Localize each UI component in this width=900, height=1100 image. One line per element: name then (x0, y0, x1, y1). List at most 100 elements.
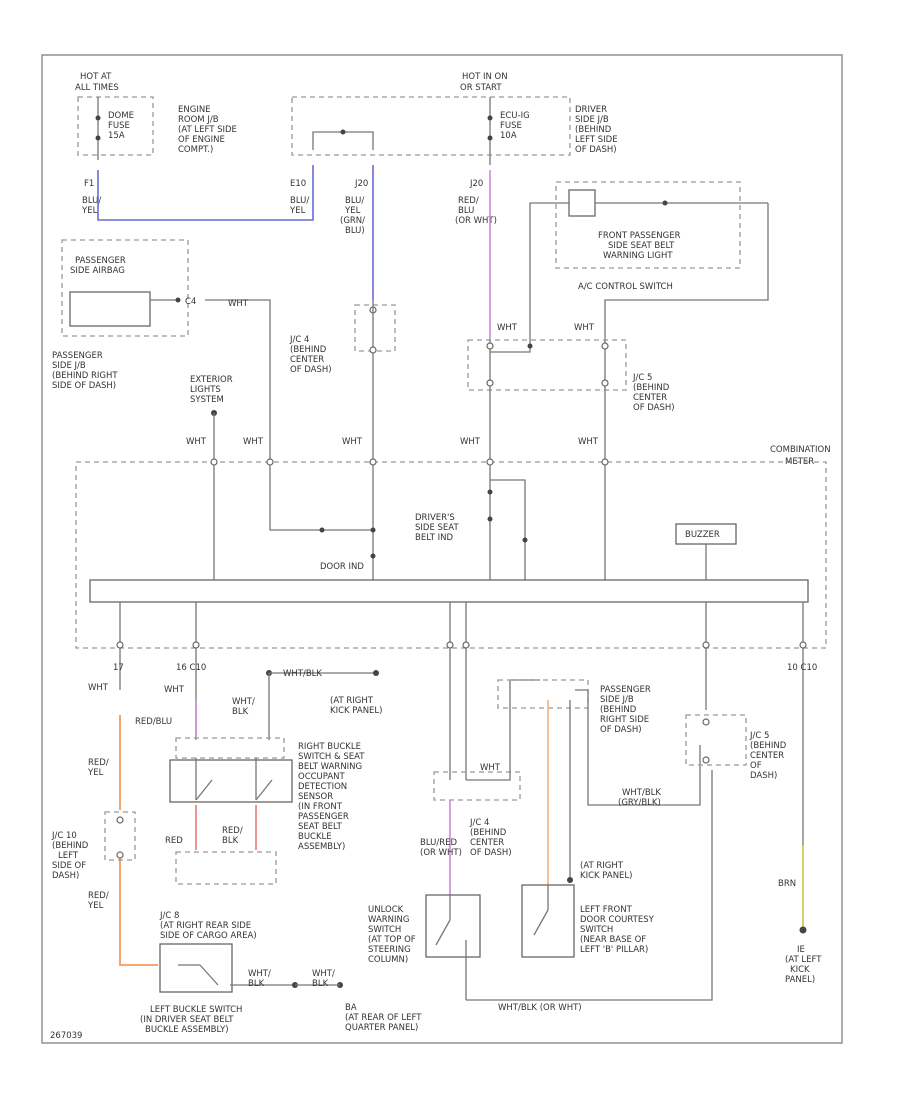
diagram-frame (41, 54, 843, 1044)
svg-text:HOT AT: HOT AT (80, 72, 112, 82)
svg-text:ROOM J/B: ROOM J/B (178, 115, 219, 125)
svg-text:OF DASH): OF DASH) (600, 725, 642, 735)
wire-color-label: WHT (480, 763, 501, 773)
engine-room-jb-box (77, 96, 154, 156)
svg-text:YEL: YEL (289, 206, 306, 216)
svg-text:COMBINATION: COMBINATION (770, 445, 831, 455)
svg-text:UNLOCK: UNLOCK (368, 905, 404, 915)
blue-wire (97, 165, 314, 221)
svg-text:BLU/RED: BLU/RED (420, 838, 458, 848)
svg-text:OF DASH): OF DASH) (470, 848, 512, 858)
ac-control-switch-box (555, 181, 741, 269)
unlock-warning-switch-label: UNLOCK WARNING SWITCH (AT TOP OF STEERIN… (368, 905, 416, 965)
svg-text:BLK: BLK (312, 979, 329, 989)
svg-text:J/C 8: J/C 8 (159, 911, 179, 921)
fuse-terminal (487, 135, 493, 141)
svg-text:OF DASH): OF DASH) (575, 145, 617, 155)
svg-text:15A: 15A (108, 131, 125, 141)
jc8-box (175, 851, 277, 885)
fuse-terminal (95, 115, 101, 121)
svg-text:OF ENGINE: OF ENGINE (178, 135, 225, 145)
svg-text:LEFT: LEFT (58, 851, 79, 861)
svg-text:SENSOR: SENSOR (298, 792, 333, 802)
wire-color-label: RED/ BLK (222, 826, 243, 846)
jc4-label: J/C 4 (BEHIND CENTER OF DASH) (289, 335, 332, 375)
passenger-airbag-box (61, 239, 189, 337)
left-buckle-switch-label: LEFT BUCKLE SWITCH (IN DRIVER SEAT BELT … (140, 1005, 242, 1035)
wire-color-label: WHT (574, 323, 595, 333)
svg-text:LEFT FRONT: LEFT FRONT (580, 905, 633, 915)
svg-text:(OR WHT): (OR WHT) (420, 848, 462, 858)
pin-label: F1 (84, 179, 94, 189)
svg-text:CENTER: CENTER (633, 393, 667, 403)
svg-text:BELT WARNING: BELT WARNING (298, 762, 362, 772)
svg-text:DRIVER: DRIVER (575, 105, 607, 115)
meter-bus-bar (89, 579, 809, 603)
svg-text:KICK PANEL): KICK PANEL) (580, 871, 632, 881)
pin-label: C4 (185, 297, 196, 307)
svg-text:YEL: YEL (344, 206, 361, 216)
ground-ba-label: BA (AT REAR OF LEFT QUARTER PANEL) (345, 1003, 422, 1033)
svg-text:LEFT 'B' PILLAR): LEFT 'B' PILLAR) (580, 945, 648, 955)
svg-text:(BEHIND: (BEHIND (633, 383, 670, 393)
wire-color-label: BLU/ YEL (GRN/ BLU) (340, 196, 365, 236)
wire-color-label: WHT (243, 437, 264, 447)
jc10-label: J/C 10 (BEHIND LEFT SIDE OF DASH) (51, 831, 89, 881)
svg-text:WHT/BLK: WHT/BLK (622, 788, 661, 798)
svg-text:OF DASH): OF DASH) (633, 403, 675, 413)
svg-text:BELT IND: BELT IND (415, 533, 454, 543)
svg-text:J/C 5: J/C 5 (749, 731, 769, 741)
pin-label: 10 C10 (787, 663, 817, 673)
exterior-lights-label: EXTERIOR LIGHTS SYSTEM (190, 375, 233, 405)
svg-text:OR START: OR START (460, 83, 502, 93)
svg-text:BLU/: BLU/ (345, 196, 364, 206)
svg-text:J/C 4: J/C 4 (469, 818, 489, 828)
svg-text:RED/: RED/ (88, 891, 109, 901)
wire-color-label: WHT (342, 437, 363, 447)
svg-text:STEERING: STEERING (368, 945, 411, 955)
left-front-door-courtesy-label: LEFT FRONT DOOR COURTESY SWITCH (NEAR BA… (580, 905, 655, 955)
jc4-box (354, 304, 396, 352)
svg-text:SWITCH: SWITCH (580, 925, 613, 935)
svg-text:SIDE OF DASH): SIDE OF DASH) (52, 381, 116, 391)
jc5b-label: J/C 5 (BEHIND CENTER OF DASH) (749, 731, 787, 781)
svg-text:KICK PANEL): KICK PANEL) (330, 706, 382, 716)
svg-text:SIDE OF: SIDE OF (52, 861, 86, 871)
door-ind-label: DOOR IND (320, 562, 364, 572)
wire-color-label: WHT (497, 323, 518, 333)
jc8-label: J/C 8 (AT RIGHT REAR SIDE SIDE OF CARGO … (159, 911, 257, 941)
svg-text:CENTER: CENTER (750, 751, 784, 761)
jc5-box (467, 339, 627, 391)
svg-text:(BEHIND RIGHT: (BEHIND RIGHT (52, 371, 118, 381)
wire-color-label: WHT (164, 685, 185, 695)
svg-text:HOT IN ON: HOT IN ON (462, 72, 508, 82)
svg-text:FUSE: FUSE (500, 121, 522, 131)
svg-text:(IN FRONT: (IN FRONT (298, 802, 343, 812)
svg-text:(AT RIGHT: (AT RIGHT (330, 696, 374, 706)
passenger-airbag-label: PASSENGER SIDE AIRBAG (70, 256, 126, 276)
svg-text:BA: BA (345, 1003, 357, 1013)
svg-text:CENTER: CENTER (290, 355, 324, 365)
svg-text:METER: METER (785, 457, 814, 467)
svg-text:LEFT SIDE: LEFT SIDE (575, 135, 618, 145)
svg-text:BLU): BLU) (345, 226, 365, 236)
hot-in-on-label: HOT IN ON OR START (460, 72, 508, 93)
fuse-terminal (487, 115, 493, 121)
svg-text:PASSENGER: PASSENGER (52, 351, 103, 361)
engine-room-jb-label: ENGINE ROOM J/B (AT LEFT SIDE OF ENGINE … (178, 105, 237, 155)
wire-color-label: RED/ BLU (OR WHT) (455, 196, 497, 226)
wire-color-label: WHT/ BLK (232, 697, 255, 717)
svg-text:(AT TOP OF: (AT TOP OF (368, 935, 416, 945)
pin-label: 17 (113, 663, 124, 673)
combination-meter-label: COMBINATION METER (770, 445, 831, 467)
jc4b-box (433, 771, 521, 801)
jc5-label: J/C 5 (BEHIND CENTER OF DASH) (632, 373, 675, 413)
wire-color-label: WHT/ BLK (248, 969, 271, 989)
svg-text:OF DASH): OF DASH) (290, 365, 332, 375)
svg-text:DASH): DASH) (750, 771, 777, 781)
wire-color-label: RED/BLU (135, 717, 172, 727)
svg-text:SEAT BELT: SEAT BELT (298, 822, 343, 832)
svg-text:RED/: RED/ (222, 826, 243, 836)
wire-color-label: WHT (460, 437, 481, 447)
wire-color-label: WHT/BLK (283, 669, 322, 679)
